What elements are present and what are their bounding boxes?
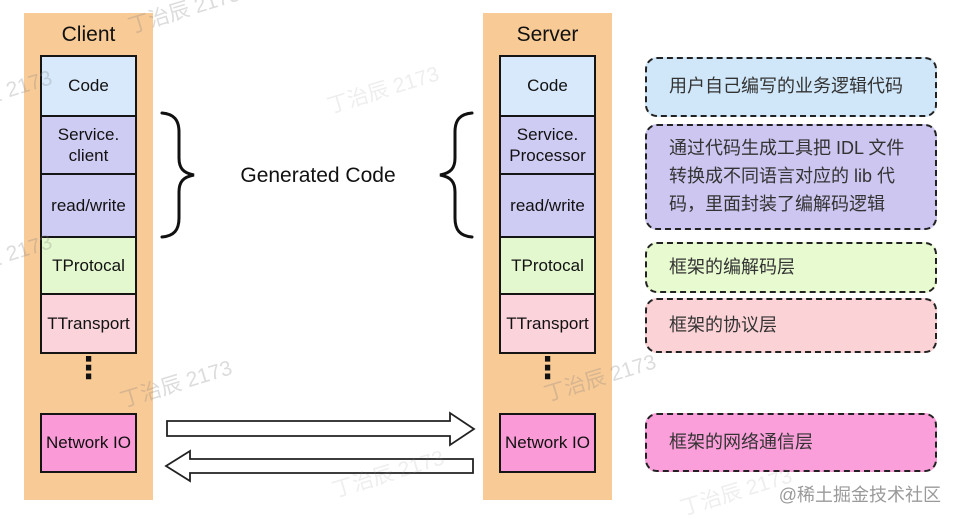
client-column: Client Code Service. client read/write T… — [24, 13, 153, 500]
left-brace — [160, 111, 195, 239]
annotation-business-code: 用户自己编写的业务逻辑代码 — [645, 57, 937, 117]
server-box-code: Code — [499, 55, 596, 117]
server-box-ttransport: TTransport — [499, 293, 596, 354]
annotation-codec-layer: 框架的编解码层 — [645, 242, 937, 293]
server-stack: Code Service. Processor read/write TProt… — [499, 55, 596, 354]
arrow-left-icon — [164, 449, 474, 483]
right-brace — [439, 111, 474, 239]
watermark: 丁治辰 2173 — [329, 446, 447, 503]
server-title: Server — [516, 23, 579, 46]
client-box-tprotocal: TProtocal — [40, 236, 137, 295]
client-box-read-write: read/write — [40, 173, 137, 238]
annotation-protocol-layer: 框架的协议层 — [645, 298, 937, 353]
client-title: Client — [61, 23, 116, 46]
client-ellipsis: ⋮ — [73, 352, 104, 385]
client-box-ttransport: TTransport — [40, 293, 137, 354]
generated-code-label: Generated Code — [240, 164, 396, 187]
client-stack: Code Service. client read/write TProtoca… — [40, 55, 137, 354]
credit-text: @稀土掘金技术社区 — [778, 485, 941, 505]
server-box-service-processor: Service. Processor — [499, 115, 596, 175]
server-column: Server Code Service. Processor read/writ… — [483, 13, 612, 500]
arrow-right-icon — [166, 411, 476, 447]
watermark: 丁治辰 2173 — [324, 62, 442, 119]
server-ellipsis: ⋮ — [532, 352, 563, 385]
client-box-network-io: Network IO — [40, 413, 137, 473]
server-box-tprotocal: TProtocal — [499, 236, 596, 295]
server-box-read-write: read/write — [499, 173, 596, 238]
client-box-code: Code — [40, 55, 137, 117]
annotation-idl-generated-lib: 通过代码生成工具把 IDL 文件 转换成不同语言对应的 lib 代 码，里面封装… — [645, 124, 937, 230]
client-box-service-client: Service. client — [40, 115, 137, 175]
server-box-network-io: Network IO — [499, 413, 596, 473]
annotation-network-layer: 框架的网络通信层 — [645, 413, 937, 472]
